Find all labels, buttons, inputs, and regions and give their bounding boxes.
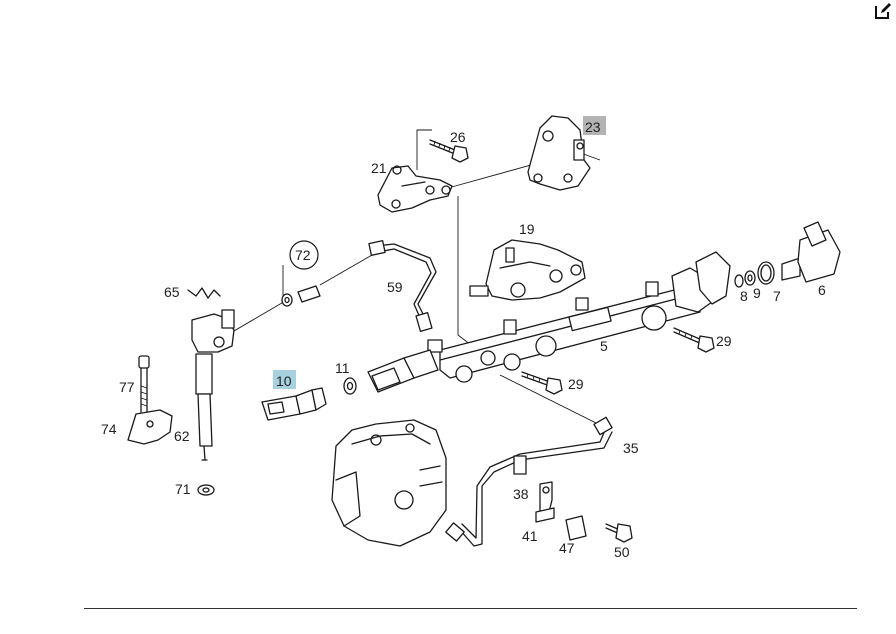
bolt-29-lower: [521, 371, 563, 395]
clip-41: [535, 481, 555, 523]
callout-21[interactable]: 21: [371, 160, 387, 176]
bolt-29-upper: [673, 327, 715, 353]
leader-lines: [209, 129, 601, 426]
callout-9[interactable]: 9: [753, 285, 761, 301]
washer-71: [197, 484, 215, 496]
callout-50[interactable]: 50: [614, 544, 630, 560]
bolt-26: [429, 139, 469, 163]
callout-10[interactable]: 10: [276, 373, 292, 389]
washer-11: [343, 377, 357, 395]
callout-11[interactable]: 11: [335, 360, 350, 376]
callout-41[interactable]: 41: [522, 528, 538, 544]
fuel-rail-5: [427, 251, 731, 383]
edit-icon[interactable]: [874, 2, 894, 22]
pressure-sensor-10: [261, 387, 327, 421]
callout-72[interactable]: 72: [295, 247, 311, 263]
sleeve-47: [565, 515, 587, 541]
rail-end-sensor: [367, 349, 439, 393]
callout-23-highlight: [583, 116, 606, 135]
callout-5[interactable]: 5: [600, 338, 608, 354]
bottom-divider: [84, 608, 857, 609]
callout-6[interactable]: 6: [818, 282, 826, 298]
callout-7[interactable]: 7: [773, 288, 781, 304]
bracket-21: [377, 165, 453, 213]
callout-35[interactable]: 35: [623, 440, 639, 456]
callout-8[interactable]: 8: [740, 288, 748, 304]
clip-65: [187, 287, 221, 299]
callout-26[interactable]: 26: [450, 129, 466, 145]
bolt-77: [138, 355, 150, 413]
callout-62[interactable]: 62: [174, 428, 190, 444]
bolt-50: [605, 523, 633, 543]
callout-23[interactable]: 23: [585, 119, 601, 135]
callout-59[interactable]: 59: [387, 279, 403, 295]
callout-19[interactable]: 19: [519, 221, 535, 237]
callout-72-circle: [289, 240, 319, 270]
callout-29-lower[interactable]: 29: [568, 376, 584, 392]
callout-10-highlight: [273, 370, 296, 389]
valve-assembly: [734, 221, 841, 288]
fuel-line-35: [445, 416, 613, 547]
callout-47[interactable]: 47: [559, 540, 575, 556]
callout-29-upper[interactable]: 29: [716, 333, 732, 349]
fuel-line-59: [368, 240, 437, 332]
callout-71[interactable]: 71: [175, 481, 191, 497]
callout-74[interactable]: 74: [101, 421, 117, 437]
injector-62: [191, 309, 235, 461]
callout-labels: 26 23 21 19 72 59 65 77 74 62 71 10 11 5…: [101, 119, 826, 560]
callout-77[interactable]: 77: [119, 379, 135, 395]
clamp-74: [127, 409, 173, 445]
callout-65[interactable]: 65: [164, 284, 180, 300]
callout-38[interactable]: 38: [513, 486, 529, 502]
fitting-72: [281, 285, 321, 307]
bracket-23: [527, 115, 591, 191]
high-pressure-pump: [331, 419, 447, 547]
bracket-19: [469, 239, 586, 301]
